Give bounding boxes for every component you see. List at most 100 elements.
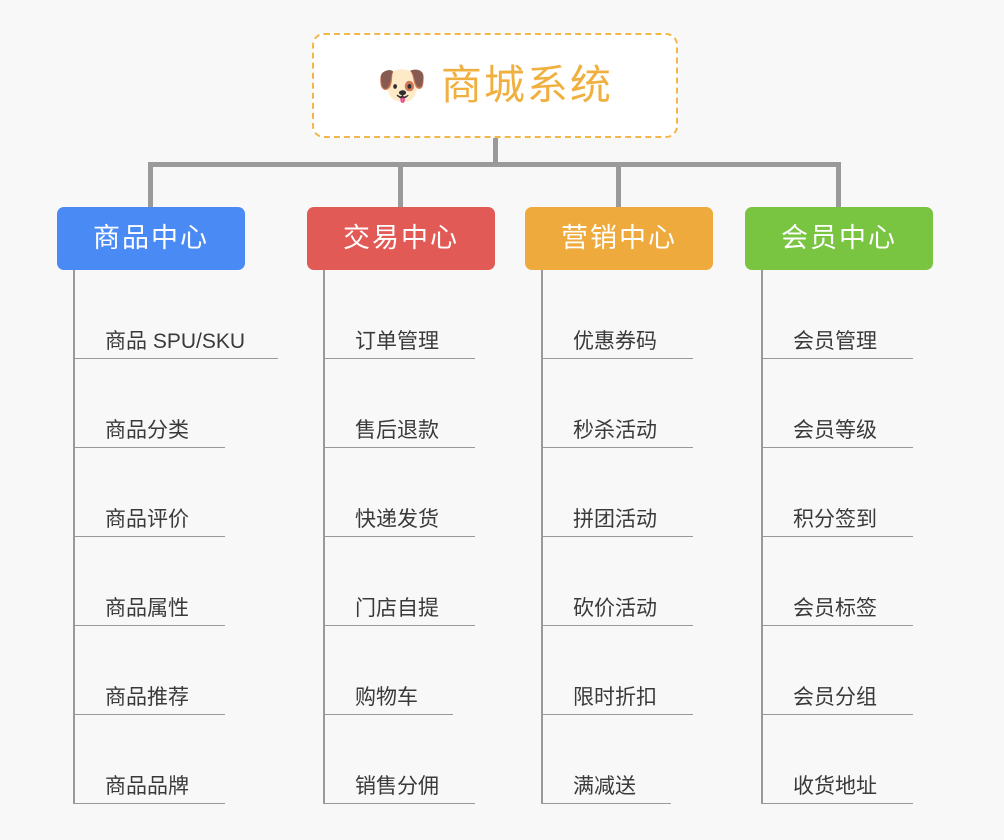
leaf-label: 砍价活动 <box>573 596 657 620</box>
leaf-label: 限时折扣 <box>573 685 657 709</box>
root-stem-connector <box>493 138 498 165</box>
leaf-label: 售后退款 <box>355 418 439 442</box>
category-box-trade-center[interactable]: 交易中心 <box>307 207 495 270</box>
branch-drop-connector-2 <box>398 162 403 209</box>
leaf-underline <box>541 535 693 537</box>
category-box-member-center[interactable]: 会员中心 <box>745 207 933 270</box>
branch-drop-connector-3 <box>616 162 621 209</box>
leaf-underline <box>73 446 225 448</box>
leaf-label: 门店自提 <box>355 596 439 620</box>
leaf-label: 拼团活动 <box>573 507 657 531</box>
leaf-label: 会员标签 <box>793 596 877 620</box>
leaf-item[interactable]: 秒杀活动 <box>541 359 693 448</box>
leaf-label: 销售分佣 <box>355 774 439 798</box>
leaf-label: 商品评价 <box>105 507 189 531</box>
leaf-underline <box>541 802 671 804</box>
category-label: 会员中心 <box>781 223 897 253</box>
shiba-dog-face-icon: 🐶 <box>377 63 427 108</box>
leaf-item[interactable]: 销售分佣 <box>323 715 475 804</box>
leaf-underline <box>73 535 225 537</box>
leaf-underline <box>73 713 225 715</box>
leaf-underline <box>761 446 913 448</box>
leaf-label: 会员管理 <box>793 329 877 353</box>
leaf-underline <box>761 535 913 537</box>
leaf-underline <box>323 357 475 359</box>
leaf-label: 商品 SPU/SKU <box>105 329 246 353</box>
leaf-item[interactable]: 会员标签 <box>761 537 913 626</box>
leaf-underline <box>541 357 693 359</box>
leaf-item[interactable]: 商品分类 <box>73 359 245 448</box>
category-box-marketing-center[interactable]: 营销中心 <box>525 207 713 270</box>
leaf-item[interactable]: 会员分组 <box>761 626 913 715</box>
leaf-label: 秒杀活动 <box>573 418 657 442</box>
leaf-label: 会员分组 <box>793 685 877 709</box>
leaf-item[interactable]: 购物车 <box>323 626 453 715</box>
leaf-underline <box>73 357 278 359</box>
category-column-product-center: 商品中心商品 SPU/SKU 商品分类商品评价商品属性商品推荐商品品牌 <box>57 207 278 804</box>
leaf-list: 优惠券码秒杀活动拼团活动砍价活动限时折扣满减送 <box>541 270 693 804</box>
leaf-item[interactable]: 积分签到 <box>761 448 913 537</box>
leaf-item[interactable]: 商品评价 <box>73 448 245 537</box>
column-trunk-line <box>761 270 763 804</box>
leaf-item[interactable]: 限时折扣 <box>541 626 693 715</box>
category-column-member-center: 会员中心会员管理会员等级积分签到会员标签会员分组收货地址 <box>745 207 933 804</box>
leaf-underline <box>761 713 913 715</box>
category-column-marketing-center: 营销中心优惠券码秒杀活动拼团活动砍价活动限时折扣满减送 <box>525 207 713 804</box>
leaf-item[interactable]: 商品品牌 <box>73 715 245 804</box>
root-node[interactable]: 🐶 商城系统 <box>312 33 678 138</box>
leaf-label: 积分签到 <box>793 507 877 531</box>
leaf-underline <box>323 713 453 715</box>
leaf-label: 满减送 <box>573 774 636 798</box>
leaf-item[interactable]: 满减送 <box>541 715 671 804</box>
leaf-label: 会员等级 <box>793 418 877 442</box>
leaf-underline <box>761 624 913 626</box>
leaf-underline <box>73 624 225 626</box>
leaf-item[interactable]: 商品 SPU/SKU <box>73 270 278 359</box>
leaf-list: 订单管理售后退款快递发货门店自提购物车销售分佣 <box>323 270 475 804</box>
leaf-item[interactable]: 商品推荐 <box>73 626 245 715</box>
leaf-underline <box>323 802 475 804</box>
leaf-underline <box>541 624 693 626</box>
category-label: 营销中心 <box>561 223 677 253</box>
leaf-underline <box>761 802 913 804</box>
leaf-item[interactable]: 会员管理 <box>761 270 913 359</box>
leaf-item[interactable]: 订单管理 <box>323 270 475 359</box>
leaf-underline <box>323 624 475 626</box>
leaf-label: 商品分类 <box>105 418 189 442</box>
leaf-item[interactable]: 优惠券码 <box>541 270 693 359</box>
leaf-label: 商品属性 <box>105 596 189 620</box>
leaf-item[interactable]: 商品属性 <box>73 537 245 626</box>
horizontal-bus-connector <box>148 162 840 167</box>
leaf-label: 商品品牌 <box>105 774 189 798</box>
column-trunk-line <box>323 270 325 804</box>
leaf-underline <box>541 446 693 448</box>
leaf-item[interactable]: 拼团活动 <box>541 448 693 537</box>
root-title: 商城系统 <box>440 62 613 108</box>
branch-drop-connector-1 <box>148 162 153 209</box>
category-box-product-center[interactable]: 商品中心 <box>57 207 245 270</box>
branch-drop-connector-4 <box>836 162 841 209</box>
leaf-item[interactable]: 快递发货 <box>323 448 475 537</box>
leaf-underline <box>323 535 475 537</box>
leaf-item[interactable]: 门店自提 <box>323 537 475 626</box>
leaf-underline <box>541 713 693 715</box>
leaf-underline <box>73 802 225 804</box>
leaf-underline <box>761 357 913 359</box>
leaf-item[interactable]: 砍价活动 <box>541 537 693 626</box>
column-trunk-line <box>73 270 75 804</box>
leaf-list: 会员管理会员等级积分签到会员标签会员分组收货地址 <box>761 270 913 804</box>
leaf-label: 商品推荐 <box>105 685 189 709</box>
leaf-item[interactable]: 收货地址 <box>761 715 913 804</box>
leaf-item[interactable]: 售后退款 <box>323 359 475 448</box>
category-label: 商品中心 <box>93 223 209 253</box>
category-column-trade-center: 交易中心订单管理售后退款快递发货门店自提购物车销售分佣 <box>307 207 495 804</box>
leaf-label: 优惠券码 <box>573 329 657 353</box>
leaf-label: 订单管理 <box>355 329 439 353</box>
leaf-label: 收货地址 <box>793 774 877 798</box>
leaf-item[interactable]: 会员等级 <box>761 359 913 448</box>
leaf-label: 快递发货 <box>355 507 439 531</box>
column-trunk-line <box>541 270 543 804</box>
leaf-label: 购物车 <box>355 685 418 709</box>
category-label: 交易中心 <box>343 223 459 253</box>
